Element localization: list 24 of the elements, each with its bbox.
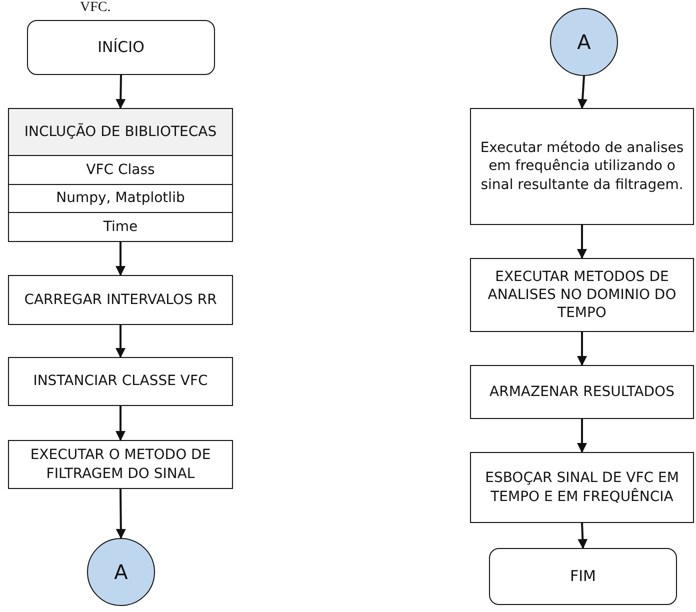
terminal-box: INÍCIO: [27, 20, 215, 75]
arrow: [116, 406, 126, 441]
arrow: [116, 74, 126, 109]
process-box: ESBOÇAR SINAL DE VFC EM TEMPO E EM FREQUÊNCIA: [470, 452, 694, 523]
arrow: [116, 242, 126, 276]
arrow: [116, 488, 126, 539]
terminal-box: FIM: [489, 548, 677, 605]
process-box: INSTANCIAR CLASSE VFC: [8, 357, 233, 406]
caption-text: VFC.: [80, 0, 111, 16]
arrow: [578, 522, 588, 549]
connector-circle: A: [550, 8, 618, 76]
arrow: [116, 325, 126, 358]
process-box: ARMAZENAR RESULTADOS: [470, 365, 694, 419]
arrow: [578, 76, 588, 109]
table-header: INCLUÇÃO DE BIBLIOTECAS: [9, 109, 232, 155]
arrow: [577, 419, 587, 453]
process-box: EXECUTAR O METODO DE FILTRAGEM DO SINAL: [8, 440, 233, 489]
arrow: [577, 225, 587, 259]
library-table: [8, 108, 233, 242]
process-box: CARREGAR INTERVALOS RR: [8, 275, 233, 325]
connector-circle: A: [87, 538, 155, 606]
arrow: [577, 332, 587, 366]
process-box: EXECUTAR METODOS DE ANALISES NO DOMINIO DO TEMPO: [470, 258, 694, 332]
process-box: Executar método de analises em frequência utilizando o sinal resultante da filtragem.: [470, 108, 694, 225]
